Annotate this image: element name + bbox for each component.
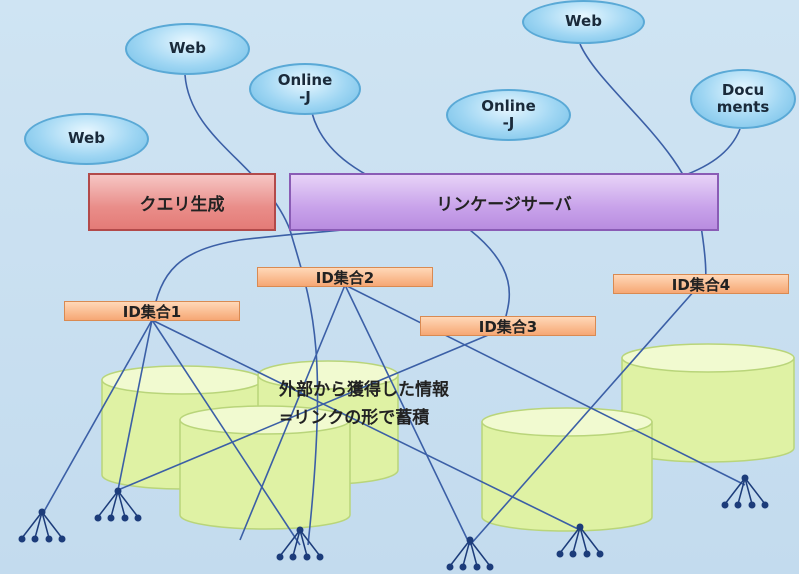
documents-source-label: Docu ments: [716, 80, 770, 116]
connector-line-8: [151, 319, 581, 531]
connector-line-5: [41, 319, 153, 516]
id-set-2: ID集合2: [257, 267, 433, 287]
tree-node-icon-6: [721, 474, 769, 509]
id-set-4-label: ID集合4: [671, 275, 731, 294]
database-cylinder-4: [481, 407, 653, 532]
linkage-server-box: リンケージサーバ: [289, 173, 719, 231]
linkage-server-label: リンケージサーバ: [436, 194, 572, 215]
id-set-1-label: ID集合1: [122, 302, 182, 321]
id-set-3: ID集合3: [420, 316, 596, 336]
query-generation-label: クエリ生成: [139, 194, 225, 215]
connector-line-6: [117, 319, 153, 491]
connector-line-7: [151, 319, 301, 546]
tree-node-icon-2: [94, 487, 142, 522]
connector-line-3: [579, 43, 707, 289]
tree-node-icon-5: [556, 523, 604, 558]
tree-node-icon-3: [276, 526, 324, 561]
stored-info-note: 外部から獲得した情報 =リンクの形で蓄積: [279, 376, 449, 432]
id-set-4: ID集合4: [613, 274, 789, 294]
connector-line-9: [239, 284, 346, 541]
web-source-right-label: Web: [565, 12, 602, 31]
online-j-source-1-label: Online -J: [277, 70, 333, 106]
connector-line-10: [344, 284, 471, 546]
connector-line-12: [117, 327, 506, 491]
id-set-1: ID集合1: [64, 301, 240, 321]
database-cylinder-3: [621, 343, 795, 463]
connector-line-1: [184, 74, 319, 546]
query-generation-box: クエリ生成: [88, 173, 276, 231]
web-source-left-label: Web: [68, 129, 105, 148]
tree-node-icon-4: [446, 536, 494, 571]
id-set-3-label: ID集合3: [478, 317, 538, 336]
id-set-2-label: ID集合2: [315, 268, 375, 287]
stored-info-note-line2: =リンクの形で蓄積: [279, 408, 430, 428]
connector-line-13: [469, 289, 696, 546]
tree-node-icon-1: [18, 508, 66, 543]
connector-line-11: [344, 284, 746, 486]
web-source-top: Web: [125, 23, 250, 75]
stored-info-note-line1: 外部から獲得した情報: [279, 380, 449, 400]
web-source-top-label: Web: [169, 39, 206, 58]
documents-source: Docu ments: [690, 69, 796, 129]
web-source-right: Web: [522, 0, 645, 44]
online-j-source-2: Online -J: [446, 89, 571, 141]
online-j-source-1: Online -J: [249, 63, 361, 115]
web-source-left: Web: [24, 113, 149, 165]
online-j-source-2-label: Online -J: [481, 96, 536, 132]
